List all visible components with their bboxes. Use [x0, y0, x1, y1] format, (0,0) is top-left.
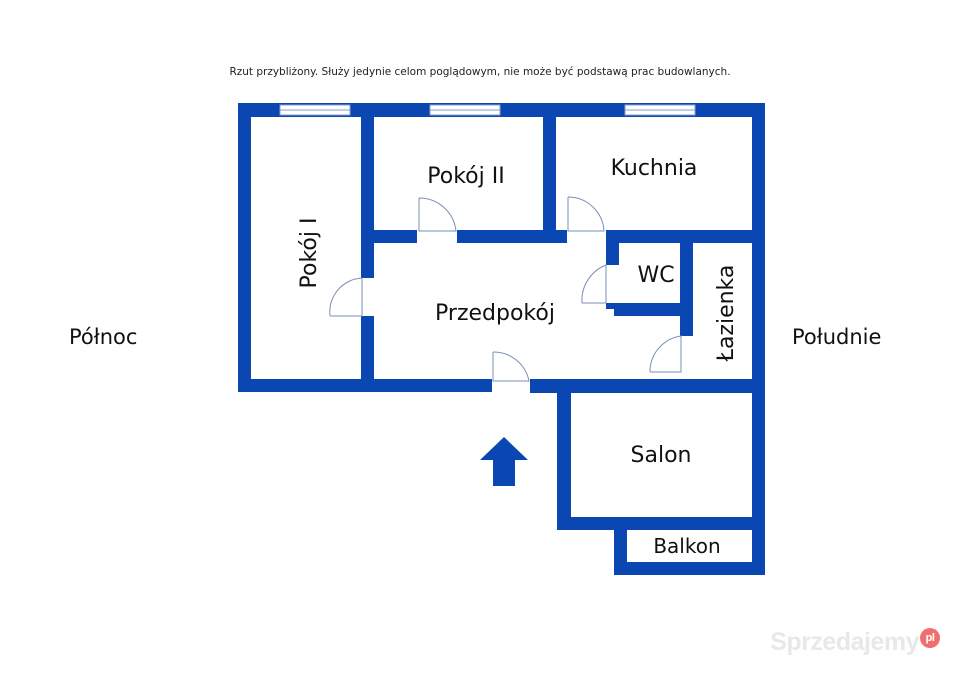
wall-pokoj2-bottom-left — [361, 230, 417, 243]
wall-wc-bottom — [614, 303, 692, 316]
wall-salon-bottom — [557, 517, 765, 530]
left-wall — [238, 103, 251, 392]
right-wall — [752, 103, 765, 575]
wall-pokoj2-bottom-right — [457, 230, 567, 243]
wall-salon-left — [557, 379, 571, 530]
room-label-przedpokoj: Przedpokój — [435, 301, 555, 326]
entrance-arrow-icon — [480, 437, 528, 486]
wall-balkon-left — [614, 517, 627, 575]
room-label-balkon: Balkon — [653, 534, 720, 558]
door-pokoj2 — [418, 197, 457, 232]
watermark-suffix: pl — [920, 628, 940, 648]
door-lazienka — [649, 335, 682, 373]
wall-wc-left-top — [606, 230, 619, 265]
south-label: Południe — [792, 325, 882, 349]
disclaimer-note: Rzut przybliżony. Służy jedynie celom po… — [229, 66, 731, 78]
wall-lazienka-left — [680, 230, 693, 336]
bottom-wall-right — [530, 379, 765, 393]
walls — [238, 103, 765, 575]
doors — [329, 196, 682, 382]
watermark-text: Sprzedajemy — [770, 628, 919, 656]
door-wc — [581, 264, 607, 304]
room-label-pokoj2: Pokój II — [427, 164, 504, 189]
door-kuchnia — [567, 196, 605, 232]
room-label-lazienka: Łazienka — [714, 265, 739, 363]
wall-wc-left-bottom — [606, 303, 619, 309]
room-label-wc: WC — [637, 263, 674, 288]
room-label-salon: Salon — [631, 443, 692, 468]
room-label-pokoj1: Pokój I — [297, 218, 322, 289]
wall-pokoj1-top — [361, 103, 374, 278]
room-label-kuchnia: Kuchnia — [611, 156, 698, 181]
north-label: Północ — [69, 325, 138, 349]
door-entrance — [492, 351, 530, 382]
wall-kuchnia-left — [543, 103, 556, 243]
wall-pokoj1-bottom — [361, 316, 374, 386]
door-pokoj1 — [329, 277, 363, 317]
wall-balkon-bottom — [614, 562, 765, 575]
